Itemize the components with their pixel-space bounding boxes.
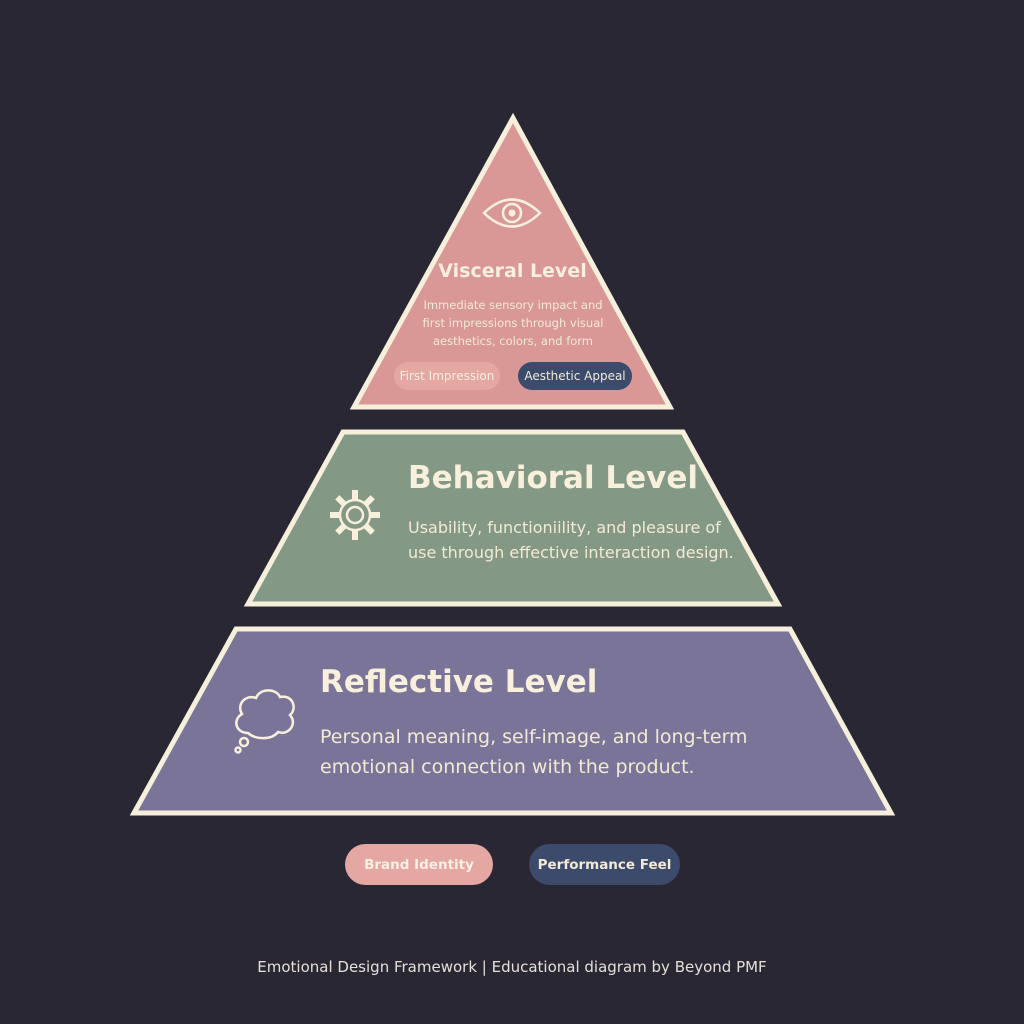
thought-bubble-icon [234, 689, 295, 754]
tag-first-impression: First Impression [394, 362, 500, 390]
visceral-description: Immediate sensory impact and first impre… [422, 298, 604, 348]
visceral-title: Visceral Level [438, 260, 587, 282]
behavioral-description: Usability, functioniility, and pleasure … [408, 518, 734, 562]
behavioral-tier [243, 429, 783, 607]
tag-brand-identity: Brand Identity [345, 844, 493, 885]
tag-performance-feel: Performance Feel [529, 844, 680, 885]
reflective-description: Personal meaning, self-image, and long-t… [320, 726, 748, 778]
tag-aesthetic-appeal: Aesthetic Appeal [518, 362, 632, 390]
reflective-tier [129, 626, 896, 816]
reflective-title: Reflective Level [320, 664, 598, 700]
visceral-tier [349, 112, 675, 410]
gear-icon [330, 490, 380, 540]
eye-icon [482, 198, 542, 228]
footer-credit: Emotional Design Framework | Educational… [257, 958, 767, 976]
behavioral-title: Behavioral Level [408, 460, 699, 496]
